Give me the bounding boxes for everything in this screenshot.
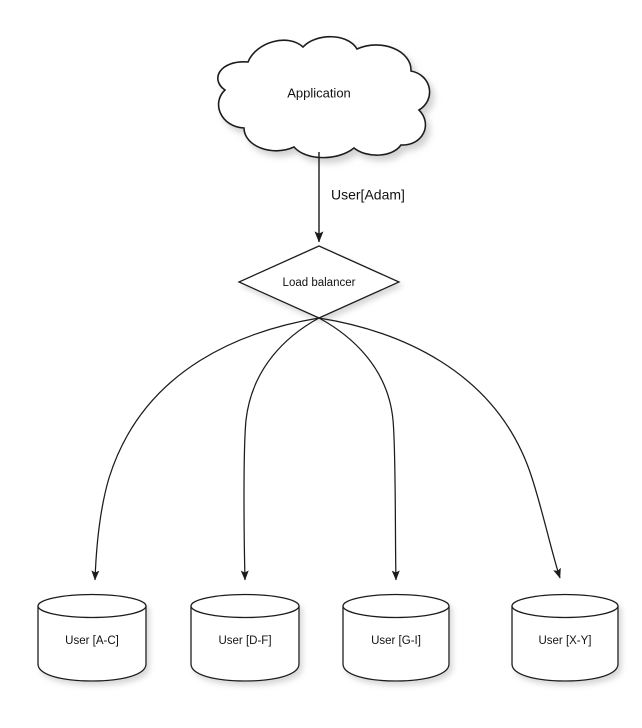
edge-application-to-load-balancer: User[Adam]: [314, 152, 405, 243]
database-4-label: User [X-Y]: [538, 635, 591, 647]
edge-label-user-adam: User[Adam]: [331, 187, 405, 203]
edge-lb-to-db-2: [240, 317, 320, 581]
node-database-3[interactable]: User [G-I]: [342, 593, 450, 682]
edges-load-balancer-to-databases: [91, 317, 561, 581]
node-application[interactable]: Application: [217, 36, 431, 159]
database-1-label: User [A-C]: [65, 635, 119, 647]
load-balancer-label: Load balancer: [283, 277, 356, 289]
node-load-balancer[interactable]: Load balancer: [237, 245, 401, 319]
node-database-4[interactable]: User [X-Y]: [511, 593, 619, 682]
node-database-1[interactable]: User [A-C]: [37, 593, 147, 682]
application-label: Application: [287, 85, 351, 100]
database-3-label: User [G-I]: [371, 635, 421, 647]
edge-lb-to-db-1: [91, 317, 320, 581]
database-2-label: User [D-F]: [218, 635, 271, 647]
node-database-2[interactable]: User [D-F]: [190, 593, 300, 682]
edge-lb-to-db-3: [318, 317, 400, 581]
edge-lb-to-db-4: [318, 317, 561, 579]
